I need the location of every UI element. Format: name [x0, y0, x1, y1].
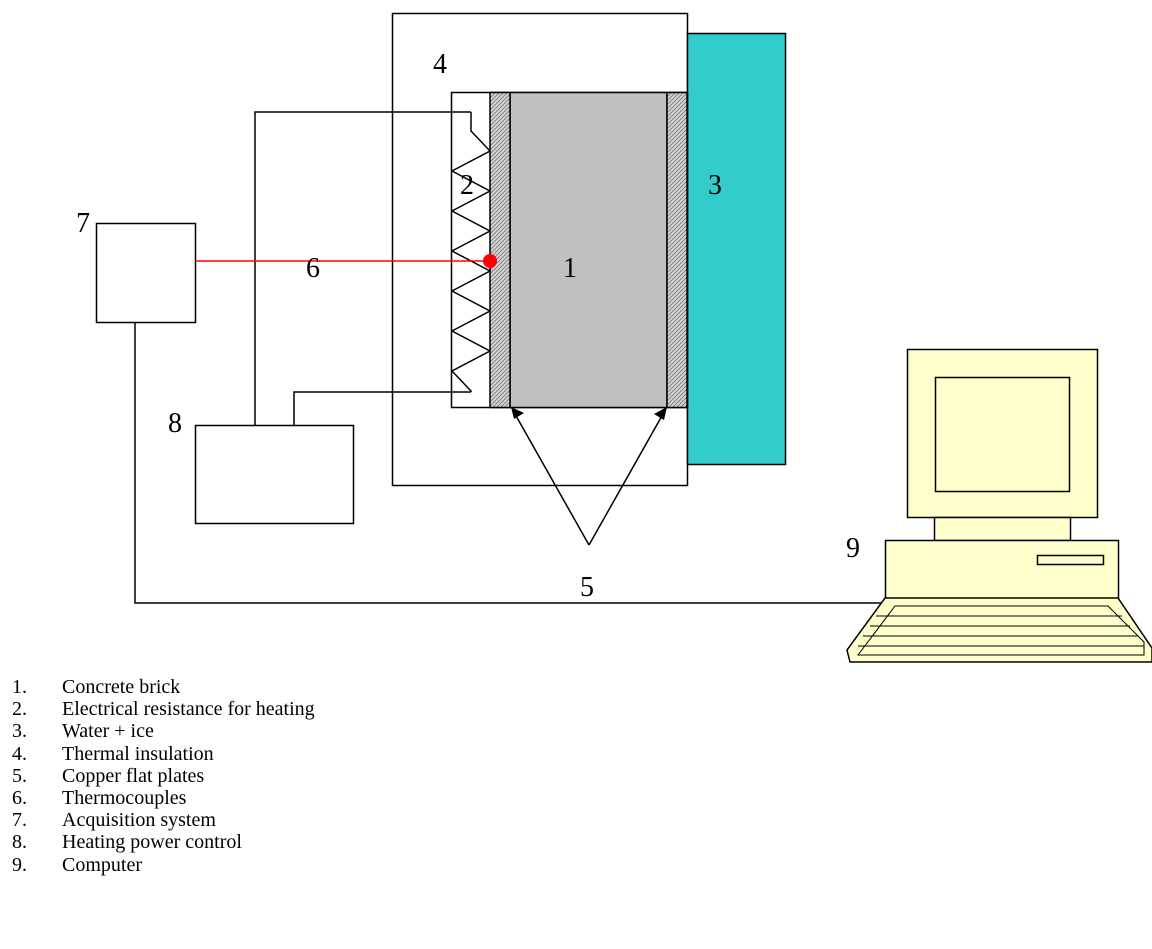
- concrete-brick: [509, 91, 668, 409]
- computer-stand: [933, 516, 1072, 542]
- label-1: 1: [563, 253, 577, 284]
- legend-text: Copper flat plates: [62, 764, 205, 787]
- acquisition-system-box: [95, 222, 197, 324]
- legend-number: 5.: [12, 764, 27, 787]
- legend-item: 8. Heating power control: [12, 831, 315, 853]
- computer-drive-slot: [1036, 554, 1105, 566]
- heater-wire-top: [254, 111, 471, 425]
- legend-text: Electrical resistance for heating: [62, 698, 315, 721]
- computer-icon: [846, 348, 1152, 663]
- legend-text: Thermal insulation: [62, 742, 214, 765]
- legend-item: 6. Thermocouples: [12, 787, 315, 809]
- label-2: 2: [460, 170, 474, 201]
- legend-text: Computer: [62, 853, 142, 876]
- heating-power-control-box: [194, 424, 355, 525]
- legend-text: Heating power control: [62, 831, 242, 854]
- component-legend: 1. Concrete brick 2. Electrical resistance…: [12, 676, 315, 876]
- thermocouple-junction: [483, 254, 497, 268]
- label-3: 3: [708, 170, 722, 201]
- legend-number: 1.: [12, 676, 27, 698]
- legend-number: 2.: [12, 698, 27, 721]
- copper-plate-left: [489, 91, 511, 409]
- legend-number: 3.: [12, 720, 27, 743]
- computer-keyboard: [846, 597, 1152, 663]
- label-9: 9: [846, 533, 860, 564]
- label-4: 4: [433, 49, 447, 80]
- label-5: 5: [580, 572, 594, 603]
- legend-item: 1. Concrete brick: [12, 676, 315, 698]
- legend-item: 4. Thermal insulation: [12, 743, 315, 765]
- copper-plate-arrows: [511, 407, 667, 546]
- legend-text: Concrete brick: [62, 676, 181, 698]
- data-cable: [134, 323, 885, 604]
- legend-number: 9.: [12, 853, 27, 876]
- legend-item: 2. Electrical resistance for heating: [12, 698, 315, 720]
- legend-item: 7. Acquisition system: [12, 809, 315, 831]
- legend-item: 9. Computer: [12, 854, 315, 876]
- legend-item: 3. Water + ice: [12, 720, 315, 742]
- legend-text: Water + ice: [62, 720, 154, 743]
- legend-number: 7.: [12, 809, 27, 832]
- legend-text: Acquisition system: [62, 809, 216, 832]
- legend-number: 4.: [12, 742, 27, 765]
- legend-number: 6.: [12, 787, 27, 810]
- label-6: 6: [306, 253, 320, 284]
- computer-screen: [934, 376, 1071, 493]
- water-ice-tank: [686, 32, 787, 466]
- label-8: 8: [168, 408, 182, 439]
- legend-text: Thermocouples: [62, 787, 187, 810]
- experimental-setup-diagram: 1 2 3 4 5 6 7 8 9: [76, 12, 1152, 663]
- legend-item: 5. Copper flat plates: [12, 765, 315, 787]
- copper-plate-right: [666, 91, 688, 409]
- legend-number: 8.: [12, 831, 27, 854]
- heater-wire-bottom: [293, 391, 471, 425]
- label-7: 7: [76, 208, 90, 239]
